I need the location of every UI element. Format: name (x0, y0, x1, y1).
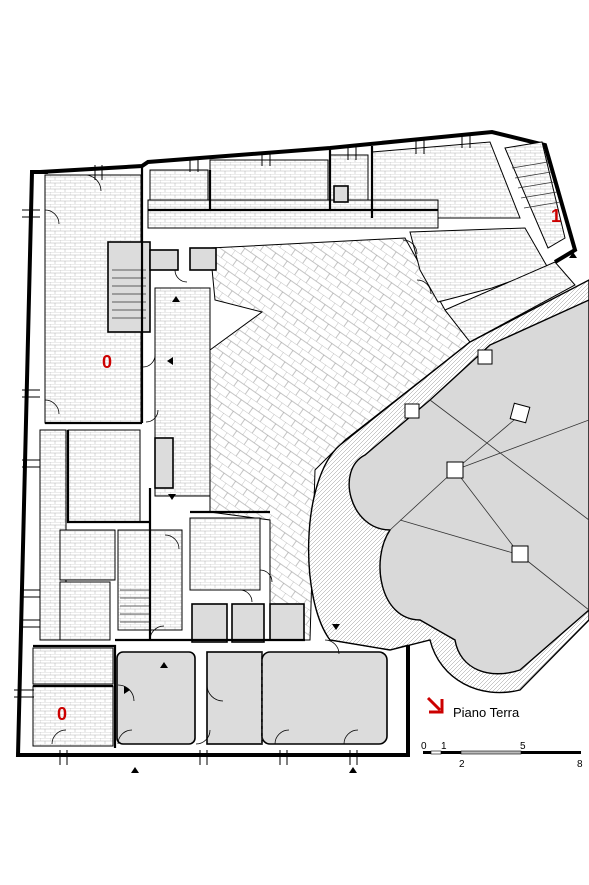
scale-tick-0: 0 (421, 741, 427, 752)
scale-tick-5: 5 (520, 741, 526, 752)
entrance-triangle-icon (172, 296, 180, 302)
ramp-north-east (444, 261, 576, 343)
scale-tick-8: 8 (577, 759, 583, 770)
windows (14, 134, 471, 765)
room-north-small-1 (149, 249, 179, 271)
level-label: Piano Terra (453, 705, 520, 720)
shop-2 (206, 651, 263, 745)
shop-3 (261, 651, 388, 745)
entrance-triangle-icon (160, 662, 168, 668)
scale-tick-2: 2 (459, 759, 465, 770)
entrance-triangle-icon (167, 357, 173, 365)
room-number-left-bottom: 0 (57, 704, 67, 724)
room-center-small-3 (269, 603, 305, 641)
entrance-markers (124, 252, 577, 773)
room-bath-2 (32, 647, 114, 685)
church-nave (348, 299, 589, 675)
stair-center-steps (120, 589, 150, 623)
room-number-stair-ne: 1 (551, 206, 561, 226)
stair-steps (112, 269, 146, 319)
room-center-small-1 (191, 603, 228, 643)
entrance-triangle-icon (131, 767, 139, 773)
room-left-mid (67, 429, 141, 523)
scale-tick-1: 1 (441, 741, 447, 752)
room-center-1 (189, 517, 261, 591)
stair-north-east (504, 141, 566, 249)
doors (44, 174, 432, 745)
entrance-triangle-icon (124, 686, 130, 694)
entrance-triangle-icon (332, 624, 340, 630)
room-left-lower (59, 581, 111, 641)
room-center-small-2 (231, 603, 265, 643)
entrance-triangle-icon (569, 252, 577, 258)
room-left-bottom (32, 685, 114, 747)
building-outline (15, 129, 578, 757)
room-number-left-large: 0 (102, 352, 112, 372)
room-bath-1 (59, 529, 116, 581)
corridor-north (147, 199, 439, 229)
entrance-triangle-icon (349, 767, 357, 773)
entrance-triangle-icon (168, 494, 176, 500)
room-north-small-2 (189, 247, 217, 271)
lift-shaft (154, 437, 174, 489)
direction-arrow-icon (426, 696, 444, 714)
scale-bar: 0 1 5 2 8 (421, 741, 583, 770)
shop-1 (116, 651, 196, 745)
stair-ne-steps (511, 161, 561, 209)
room-north-east (409, 227, 549, 303)
church (307, 279, 589, 694)
service-room (333, 185, 349, 203)
stair-block (107, 241, 151, 333)
